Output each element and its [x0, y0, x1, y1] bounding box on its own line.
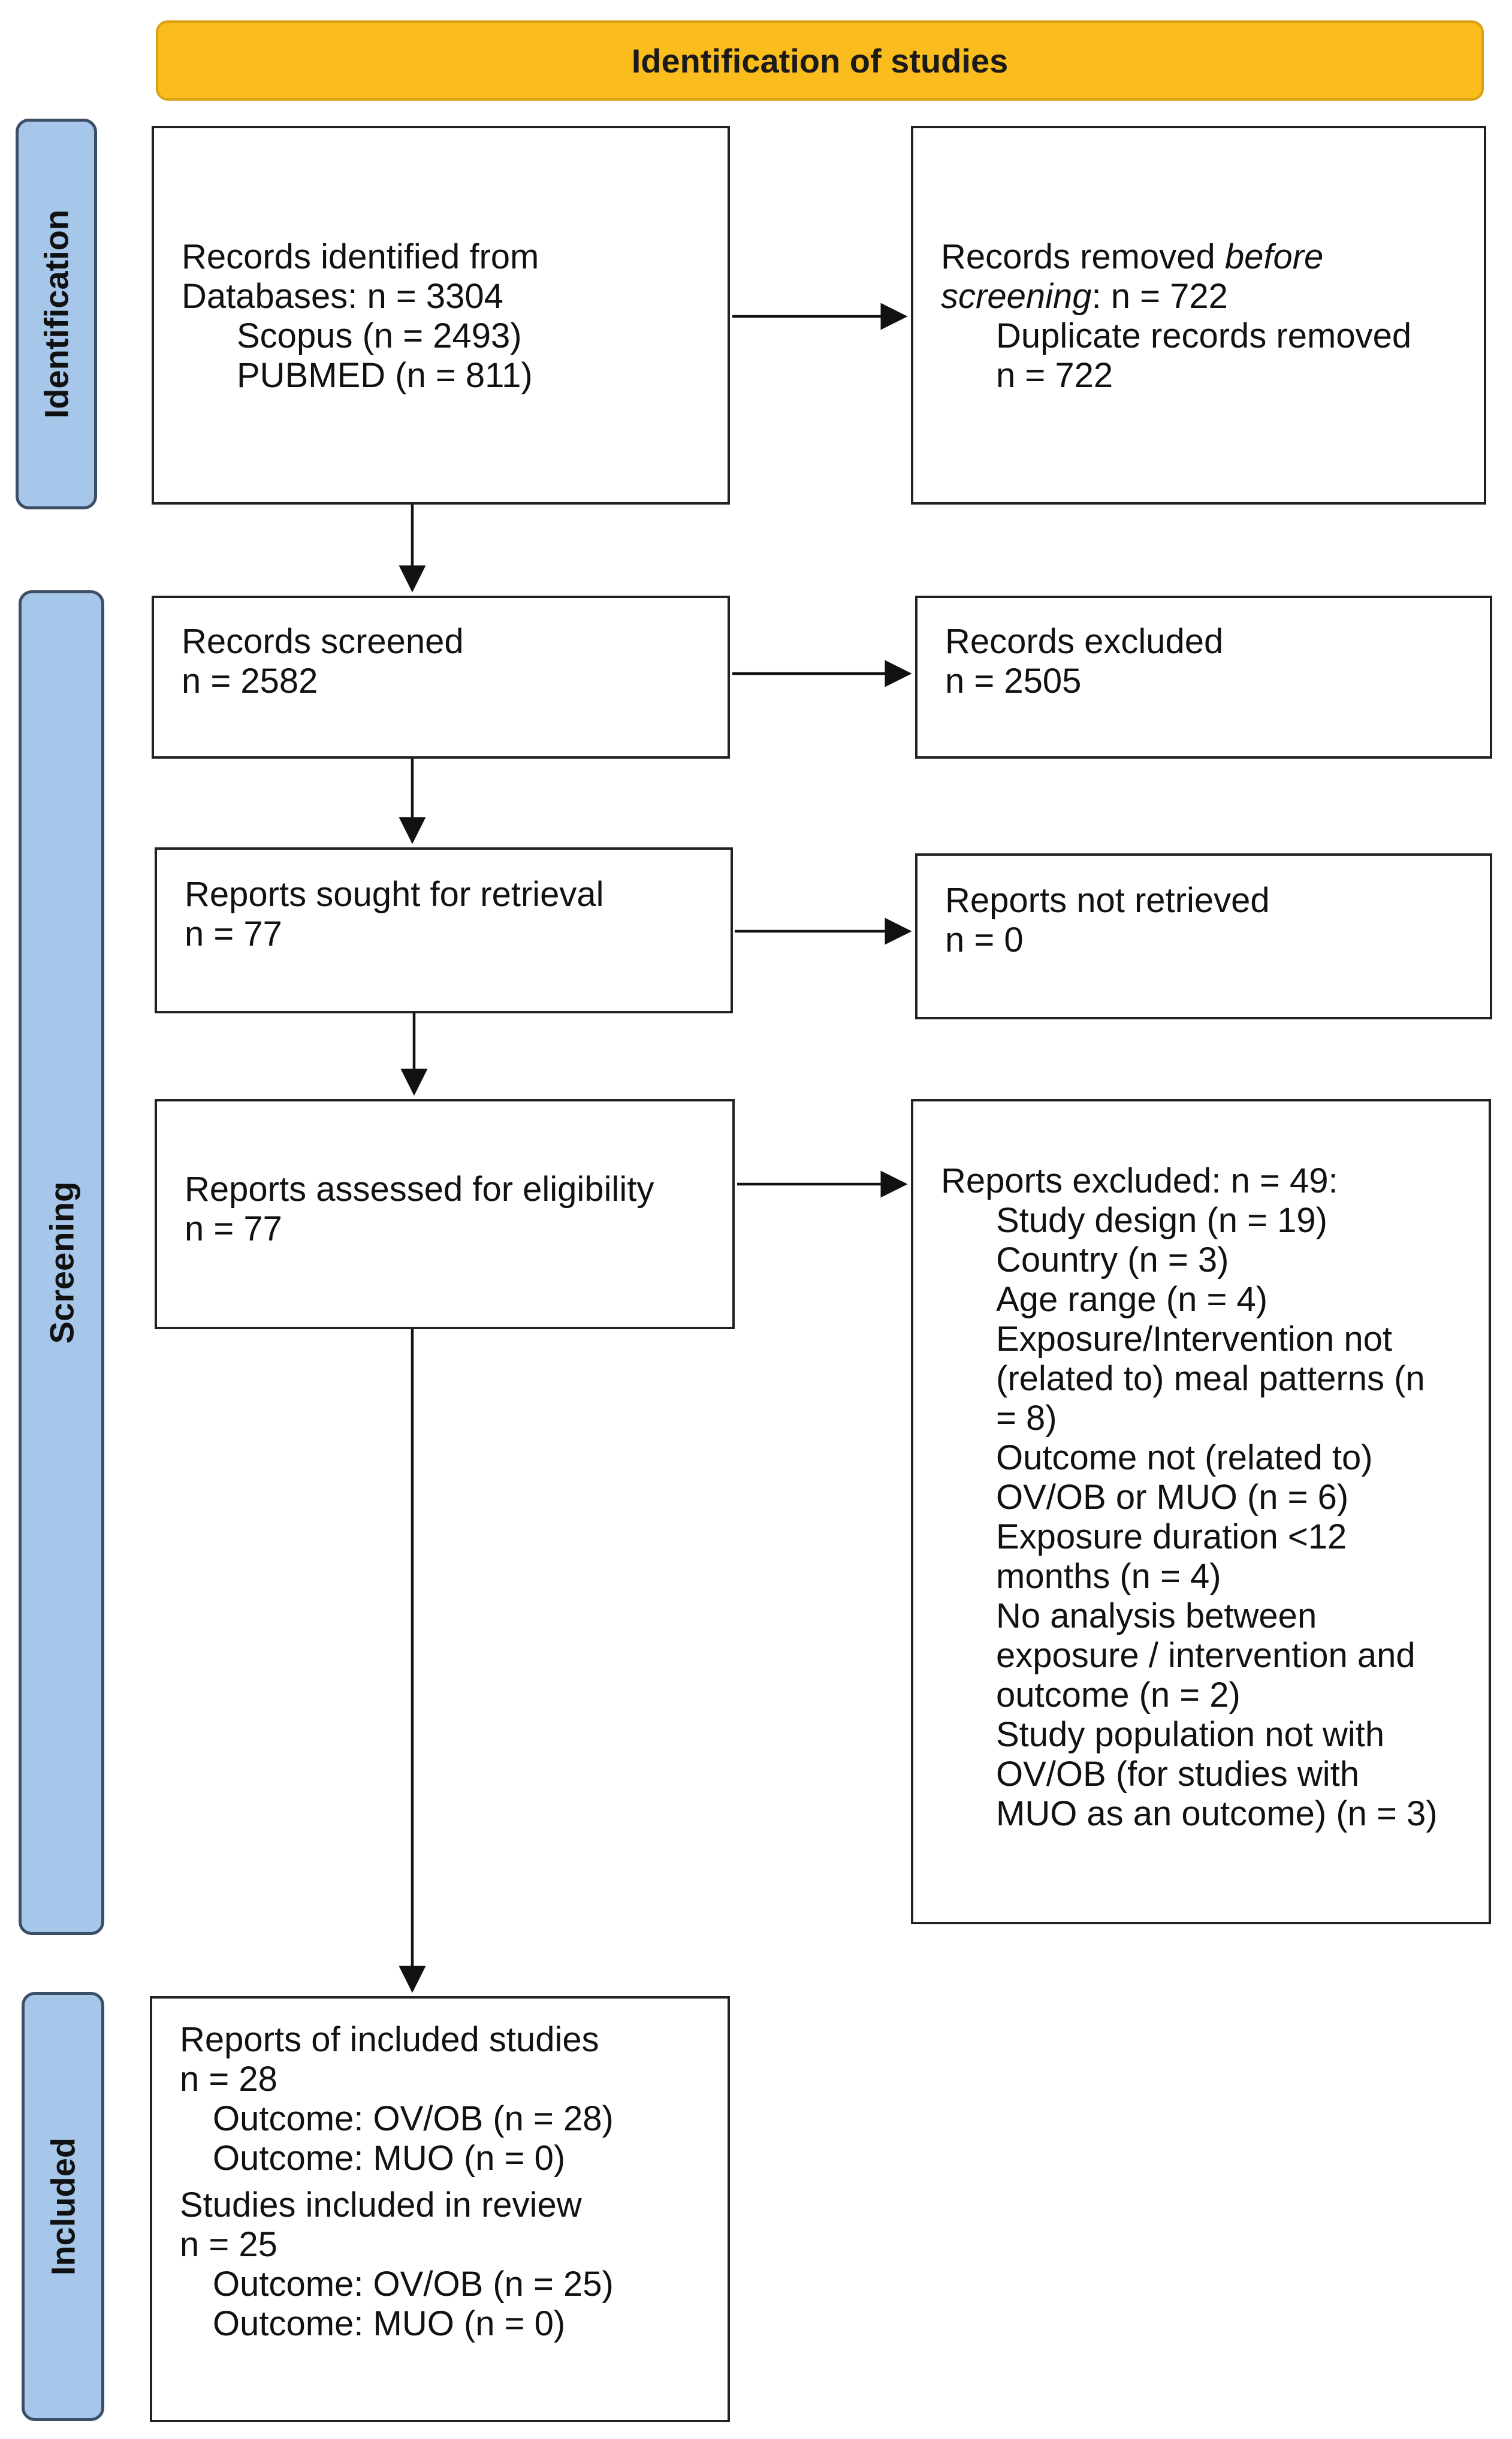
exclusion-reason: Country (n = 3)	[996, 1240, 1229, 1279]
exclusion-reason: exposure / intervention and	[996, 1636, 1416, 1675]
exclusion-reason: Study design (n = 19)	[996, 1201, 1327, 1240]
reports-assessed-count: n = 77	[185, 1209, 282, 1248]
exclusion-reason: No analysis between	[996, 1596, 1317, 1635]
records-identified-databases: Databases: n = 3304	[182, 277, 503, 316]
included-reports-ovob: Outcome: OV/OB (n = 28)	[213, 2099, 614, 2138]
records-identified-box: Records identified from Databases: n = 3…	[152, 126, 730, 505]
reports-assessed-box: Reports assessed for eligibility n = 77	[155, 1099, 735, 1329]
reports-sought-box: Reports sought for retrieval n = 77	[155, 847, 733, 1013]
phase-included: Included	[22, 1992, 104, 2421]
included-reports-label: Reports of included studies	[180, 2020, 599, 2059]
records-screened-box: Records screened n = 2582	[152, 596, 730, 759]
reports-excluded-header: Reports excluded: n = 49:	[941, 1161, 1338, 1200]
exclusion-reason: Age range (n = 4)	[996, 1280, 1268, 1319]
included-studies-ovob: Outcome: OV/OB (n = 25)	[213, 2265, 614, 2304]
records-screened-label: Records screened	[182, 622, 464, 661]
exclusion-reason: outcome (n = 2)	[996, 1676, 1241, 1714]
banner-title: Identification of studies	[631, 41, 1009, 80]
exclusion-reason: (related to) meal patterns (n	[996, 1359, 1425, 1398]
reports-excluded-reasons: Study design (n = 19) Country (n = 3) Ag…	[941, 1201, 1489, 1834]
duplicates-label: Duplicate records removed	[996, 316, 1412, 355]
banner-identification-of-studies: Identification of studies	[156, 20, 1484, 101]
exclusion-reason: Exposure/Intervention not	[996, 1320, 1392, 1359]
included-box: Reports of included studies n = 28 Outco…	[150, 1996, 730, 2422]
reports-not-retrieved-label: Reports not retrieved	[945, 881, 1270, 920]
included-studies-label: Studies included in review	[180, 2186, 582, 2224]
records-identified-line1: Records identified from	[182, 237, 539, 276]
phase-screening: Screening	[19, 590, 104, 1935]
included-studies-muo: Outcome: MUO (n = 0)	[213, 2304, 566, 2343]
phase-identification: Identification	[16, 119, 97, 509]
reports-not-retrieved-count: n = 0	[945, 920, 1024, 959]
exclusion-reason: Outcome not (related to)	[996, 1438, 1373, 1477]
records-excluded-count: n = 2505	[945, 662, 1082, 701]
included-studies-count: n = 25	[180, 2225, 277, 2264]
reports-not-retrieved-box: Reports not retrieved n = 0	[915, 853, 1492, 1019]
exclusion-reason: = 8)	[996, 1399, 1057, 1438]
exclusion-reason: Study population not with	[996, 1715, 1385, 1754]
exclusion-reason: OV/OB or MUO (n = 6)	[996, 1478, 1349, 1517]
scopus-count: Scopus (n = 2493)	[237, 316, 522, 355]
included-reports-count: n = 28	[180, 2060, 277, 2099]
pubmed-count: PUBMED (n = 811)	[237, 356, 533, 395]
reports-sought-count: n = 77	[185, 914, 282, 953]
exclusion-reason: OV/OB (for studies with	[996, 1755, 1359, 1794]
records-screened-count: n = 2582	[182, 662, 318, 701]
records-excluded-label: Records excluded	[945, 622, 1224, 661]
exclusion-reason: Exposure duration <12	[996, 1517, 1347, 1556]
records-removed-line2: screening: n = 722	[941, 277, 1228, 316]
exclusion-reason: months (n = 4)	[996, 1557, 1221, 1596]
reports-assessed-label: Reports assessed for eligibility	[185, 1170, 654, 1209]
duplicates-count: n = 722	[996, 356, 1113, 395]
reports-excluded-box: Reports excluded: n = 49: Study design (…	[911, 1099, 1491, 1924]
records-removed-box: Records removed before screening: n = 72…	[911, 126, 1486, 505]
included-reports-muo: Outcome: MUO (n = 0)	[213, 2139, 566, 2178]
exclusion-reason: MUO as an outcome) (n = 3)	[996, 1794, 1438, 1833]
records-removed-line1: Records removed before	[941, 237, 1324, 276]
records-excluded-box: Records excluded n = 2505	[915, 596, 1492, 759]
reports-sought-label: Reports sought for retrieval	[185, 875, 604, 914]
